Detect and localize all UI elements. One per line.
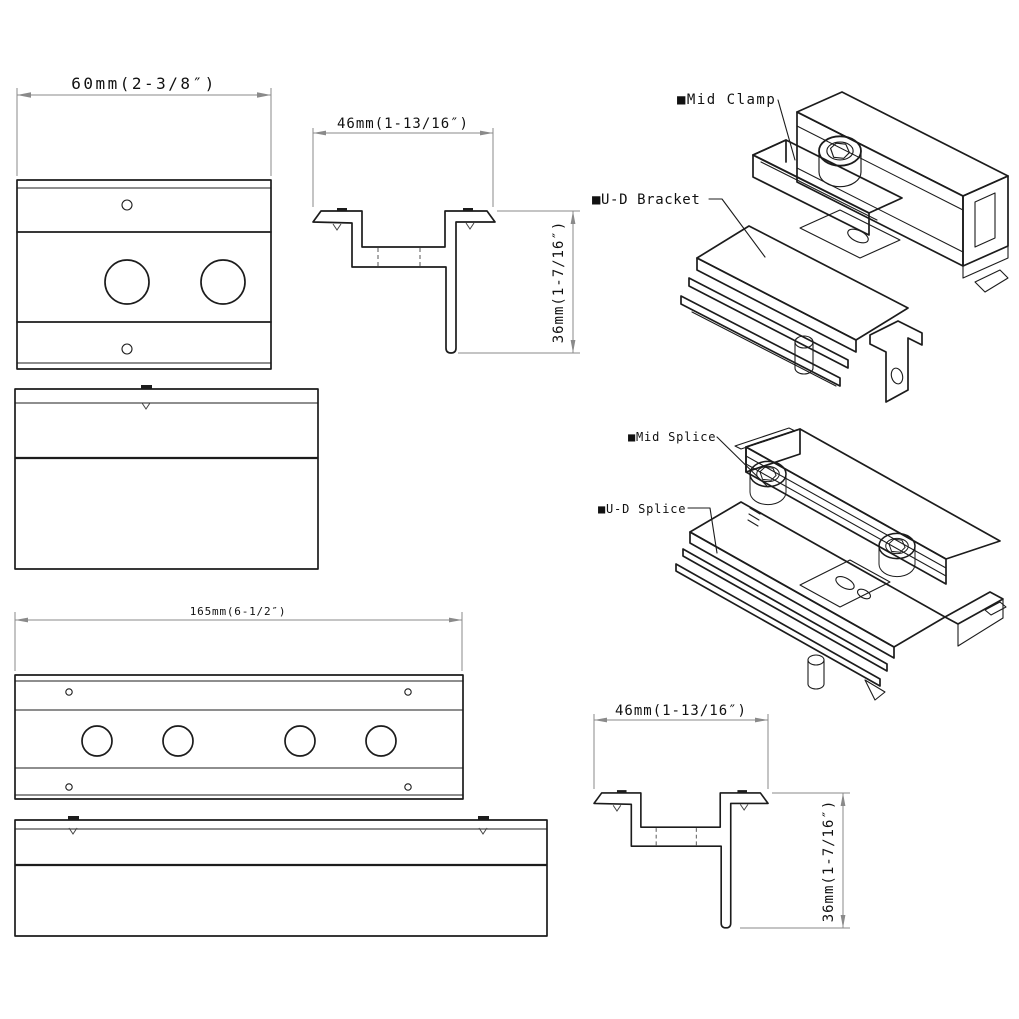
splice-top-view: 165mm(6-1/2″) <box>14 605 464 800</box>
profile-height-label-2: 36mm(1-7/16″) <box>821 800 837 923</box>
splice-profile-section: 46mm(1-13/16″) 36mm(1-7/16″) <box>593 703 850 929</box>
ud-bracket-leader <box>708 198 766 258</box>
profile-height-label: 36mm(1-7/16″) <box>551 221 567 344</box>
bracket-width-dimension: 60mm(2-3/8″) <box>16 74 272 176</box>
clamp-assembly-isometric <box>680 91 1009 403</box>
profile-height-dimension: 36mm(1-7/16″) <box>458 210 580 354</box>
socket-bolt-icon <box>818 135 862 188</box>
profile-width-dimension: 46mm(1-13/16″) <box>312 116 494 207</box>
bracket-side-view <box>14 385 319 570</box>
profile-height-dimension-2: 36mm(1-7/16″) <box>740 792 850 929</box>
ud-bracket-label: ■U-D Bracket <box>592 192 700 208</box>
bracket-width-label: 60mm(2-3/8″) <box>71 74 217 93</box>
bolt-hole <box>81 725 113 757</box>
profile-width-label: 46mm(1-13/16″) <box>337 116 469 132</box>
clamp-profile-section: 46mm(1-13/16″) 36mm(1-7/16″) <box>312 116 580 354</box>
bracket-top-view: 60mm(2-3/8″) <box>16 74 272 370</box>
bolt-hole <box>200 259 246 305</box>
mid-splice-label: ■Mid Splice <box>628 430 716 444</box>
splice-length-dimension: 165mm(6-1/2″) <box>14 605 463 671</box>
mid-splice-leader <box>716 436 769 488</box>
countersink-hole <box>121 343 133 355</box>
splice-side-view <box>14 816 548 937</box>
profile-width-dimension-2: 46mm(1-13/16″) <box>593 703 769 789</box>
bolt-hole <box>104 259 150 305</box>
bolt-hole <box>162 725 194 757</box>
mid-clamp-label: ■Mid Clamp <box>677 92 776 108</box>
ud-splice-leader <box>687 507 718 554</box>
splice-length-label: 165mm(6-1/2″) <box>190 605 287 618</box>
countersink-hole <box>65 783 73 791</box>
countersink-hole <box>121 199 133 211</box>
mid-clamp-leader <box>777 99 796 161</box>
ud-splice-label: ■U-D Splice <box>598 502 686 516</box>
profile-width-label-2: 46mm(1-13/16″) <box>615 703 747 719</box>
bolt-hole <box>365 725 397 757</box>
countersink-hole <box>404 688 412 696</box>
bolt-hole <box>284 725 316 757</box>
socket-bolt-icon <box>749 460 787 506</box>
splice-assembly-isometric <box>675 427 1007 701</box>
countersink-hole <box>65 688 73 696</box>
callout-labels: ■Mid Clamp ■U-D Bracket ■Mid Splice ■U-D… <box>592 92 796 554</box>
countersink-hole <box>404 783 412 791</box>
socket-bolt-icon <box>878 532 916 578</box>
